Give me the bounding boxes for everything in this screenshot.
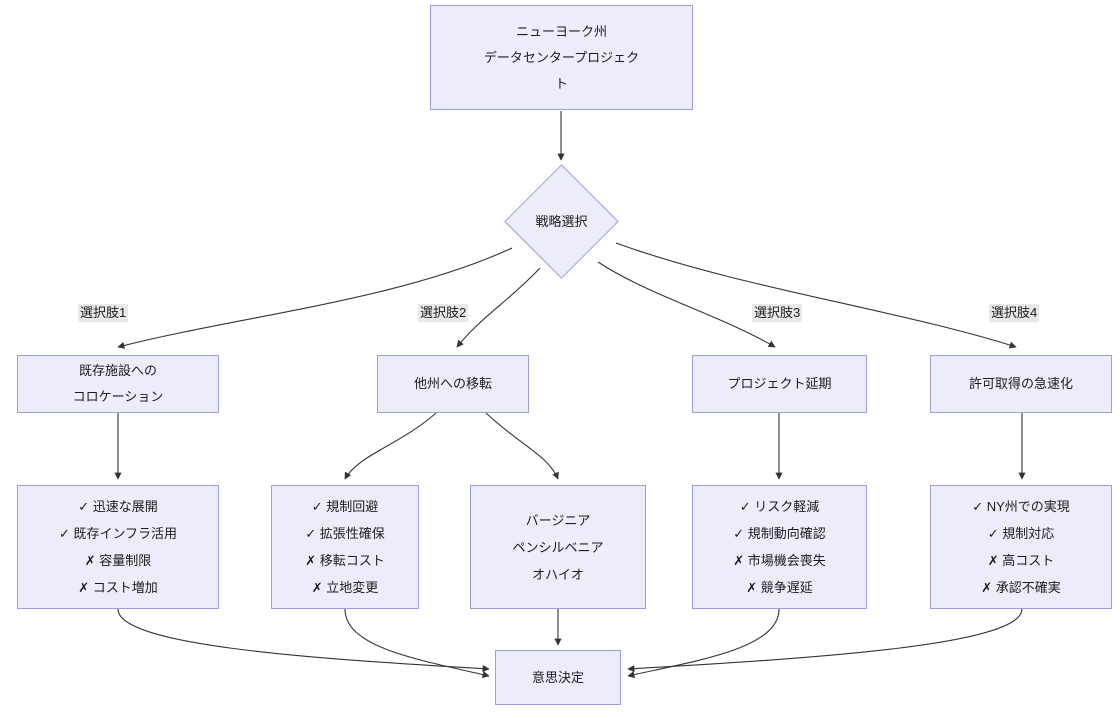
node-relocate[interactable]: 他州への移転 — [377, 355, 529, 413]
node-states-outcome-label: バージニア ペンシルベニア オハイオ — [512, 512, 604, 582]
edge-label-option3: 選択肢3 — [752, 304, 803, 322]
node-root[interactable]: ニューヨーク州 データセンタープロジェク ト — [430, 5, 693, 110]
node-expedite[interactable]: 許可取得の急速化 — [930, 355, 1112, 413]
node-states-outcome[interactable]: バージニア ペンシルベニア オハイオ — [470, 485, 646, 609]
edge-label-option2-text: 選択肢2 — [420, 305, 467, 320]
edge-outcome4-to-decision — [627, 608, 1023, 673]
node-relocate-label: 他州への移転 — [413, 376, 492, 391]
edge-label-option4: 選択肢4 — [989, 304, 1040, 322]
edge-label-option1-text: 選択肢1 — [80, 305, 127, 320]
node-colocation[interactable]: 既存施設への コロケーション — [17, 355, 219, 413]
edge-label-option1: 選択肢1 — [78, 304, 129, 322]
edge-relocate-to-states — [485, 412, 559, 480]
node-final-decision-label: 意思決定 — [531, 669, 584, 685]
edge-strategy-to-option4 — [615, 242, 1017, 349]
edge-label-option2: 選択肢2 — [418, 304, 469, 322]
node-colocation-label: 既存施設への コロケーション — [72, 363, 164, 404]
node-postpone[interactable]: プロジェクト延期 — [692, 355, 867, 413]
node-final-decision[interactable]: 意思決定 — [495, 650, 621, 705]
edge-strategy-to-option1 — [117, 247, 513, 349]
node-expedite-label: 許可取得の急速化 — [968, 376, 1073, 391]
node-postpone-outcome-label: ✓ リスク軽減 ✓ 規制動向確認 ✗ 市場機会喪失 ✗ 競争遅延 — [733, 499, 826, 595]
node-postpone-label: プロジェクト延期 — [727, 376, 832, 391]
edge-outcome2-to-decision — [344, 608, 490, 679]
node-strategy-label: 戦略選択 — [535, 213, 588, 229]
edge-relocate-to-outcome — [344, 412, 437, 480]
edge-outcome3-to-decision — [627, 608, 780, 679]
node-root-label: ニューヨーク州 データセンタープロジェク ト — [483, 23, 640, 91]
edge-strategy-to-option2 — [456, 267, 541, 348]
edge-strategy-to-option3 — [597, 261, 776, 348]
node-postpone-outcome[interactable]: ✓ リスク軽減 ✓ 規制動向確認 ✗ 市場機会喪失 ✗ 競争遅延 — [692, 485, 867, 609]
node-relocate-outcome[interactable]: ✓ 規制回避 ✓ 拡張性確保 ✗ 移転コスト ✗ 立地変更 — [271, 485, 419, 609]
edge-outcome1-to-decision — [117, 608, 490, 673]
node-relocate-outcome-label: ✓ 規制回避 ✓ 拡張性確保 ✗ 移転コスト ✗ 立地変更 — [305, 499, 385, 595]
node-expedite-outcome-label: ✓ NY州での実現 ✓ 規制対応 ✗ 高コスト ✗ 承認不確実 — [972, 499, 1070, 595]
edge-label-option3-text: 選択肢3 — [754, 305, 801, 320]
node-expedite-outcome[interactable]: ✓ NY州での実現 ✓ 規制対応 ✗ 高コスト ✗ 承認不確実 — [930, 485, 1112, 609]
node-colocation-outcome[interactable]: ✓ 迅速な展開 ✓ 既存インフラ活用 ✗ 容量制限 ✗ コスト増加 — [17, 485, 219, 609]
node-strategy-label-wrap: 戦略選択 — [496, 206, 627, 237]
edge-label-option4-text: 選択肢4 — [991, 305, 1038, 320]
node-colocation-outcome-label: ✓ 迅速な展開 ✓ 既存インフラ活用 ✗ 容量制限 ✗ コスト増加 — [58, 499, 178, 595]
